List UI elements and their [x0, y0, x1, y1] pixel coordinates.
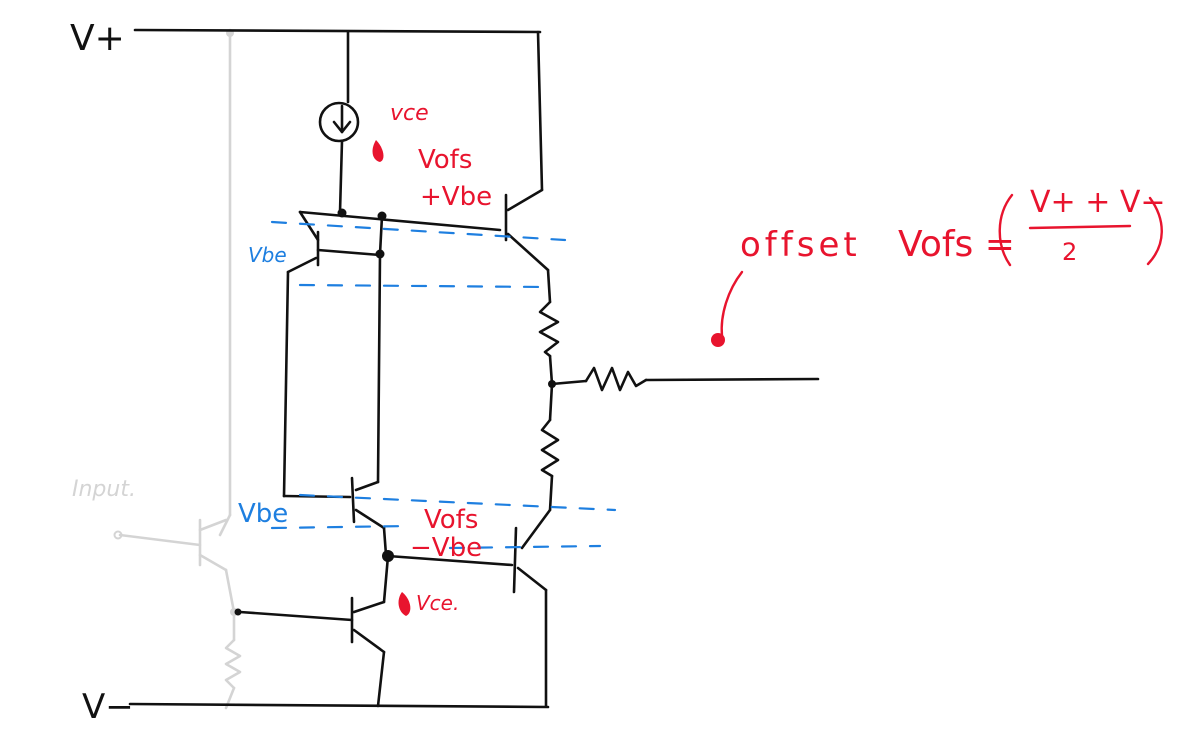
- formula-numerator: V+ + V−: [1030, 185, 1166, 220]
- arrow-curve: [720, 270, 744, 338]
- red-annotations: [372, 140, 1163, 616]
- vbe-level-markers: [270, 220, 617, 550]
- vce-bottom-label: Vce.: [416, 591, 459, 615]
- v-minus-rail: [128, 702, 550, 709]
- v-minus-label: V−: [82, 687, 134, 727]
- offset-label: offset: [740, 225, 861, 265]
- minus-vbe-label: −Vbe: [410, 533, 482, 563]
- formula-denominator: 2: [1062, 238, 1077, 266]
- vbe-bottom-label: Vbe: [238, 499, 288, 529]
- input-label: Input.: [72, 477, 136, 502]
- vofs-plus-label: Vofs: [418, 145, 472, 175]
- vofs-minus-label: Vofs: [424, 505, 478, 535]
- current-source: [318, 101, 360, 143]
- v-plus-label: V+: [70, 18, 125, 59]
- formula-lhs: Vofs =: [898, 224, 1015, 265]
- faded-input-stage: [113, 28, 242, 710]
- main-circuit: [128, 28, 820, 709]
- vce-top-label: vce: [390, 101, 429, 126]
- v-plus-rail: [133, 28, 542, 34]
- plus-vbe-label: +Vbe: [420, 182, 492, 212]
- vbe-top-label: Vbe: [248, 243, 287, 267]
